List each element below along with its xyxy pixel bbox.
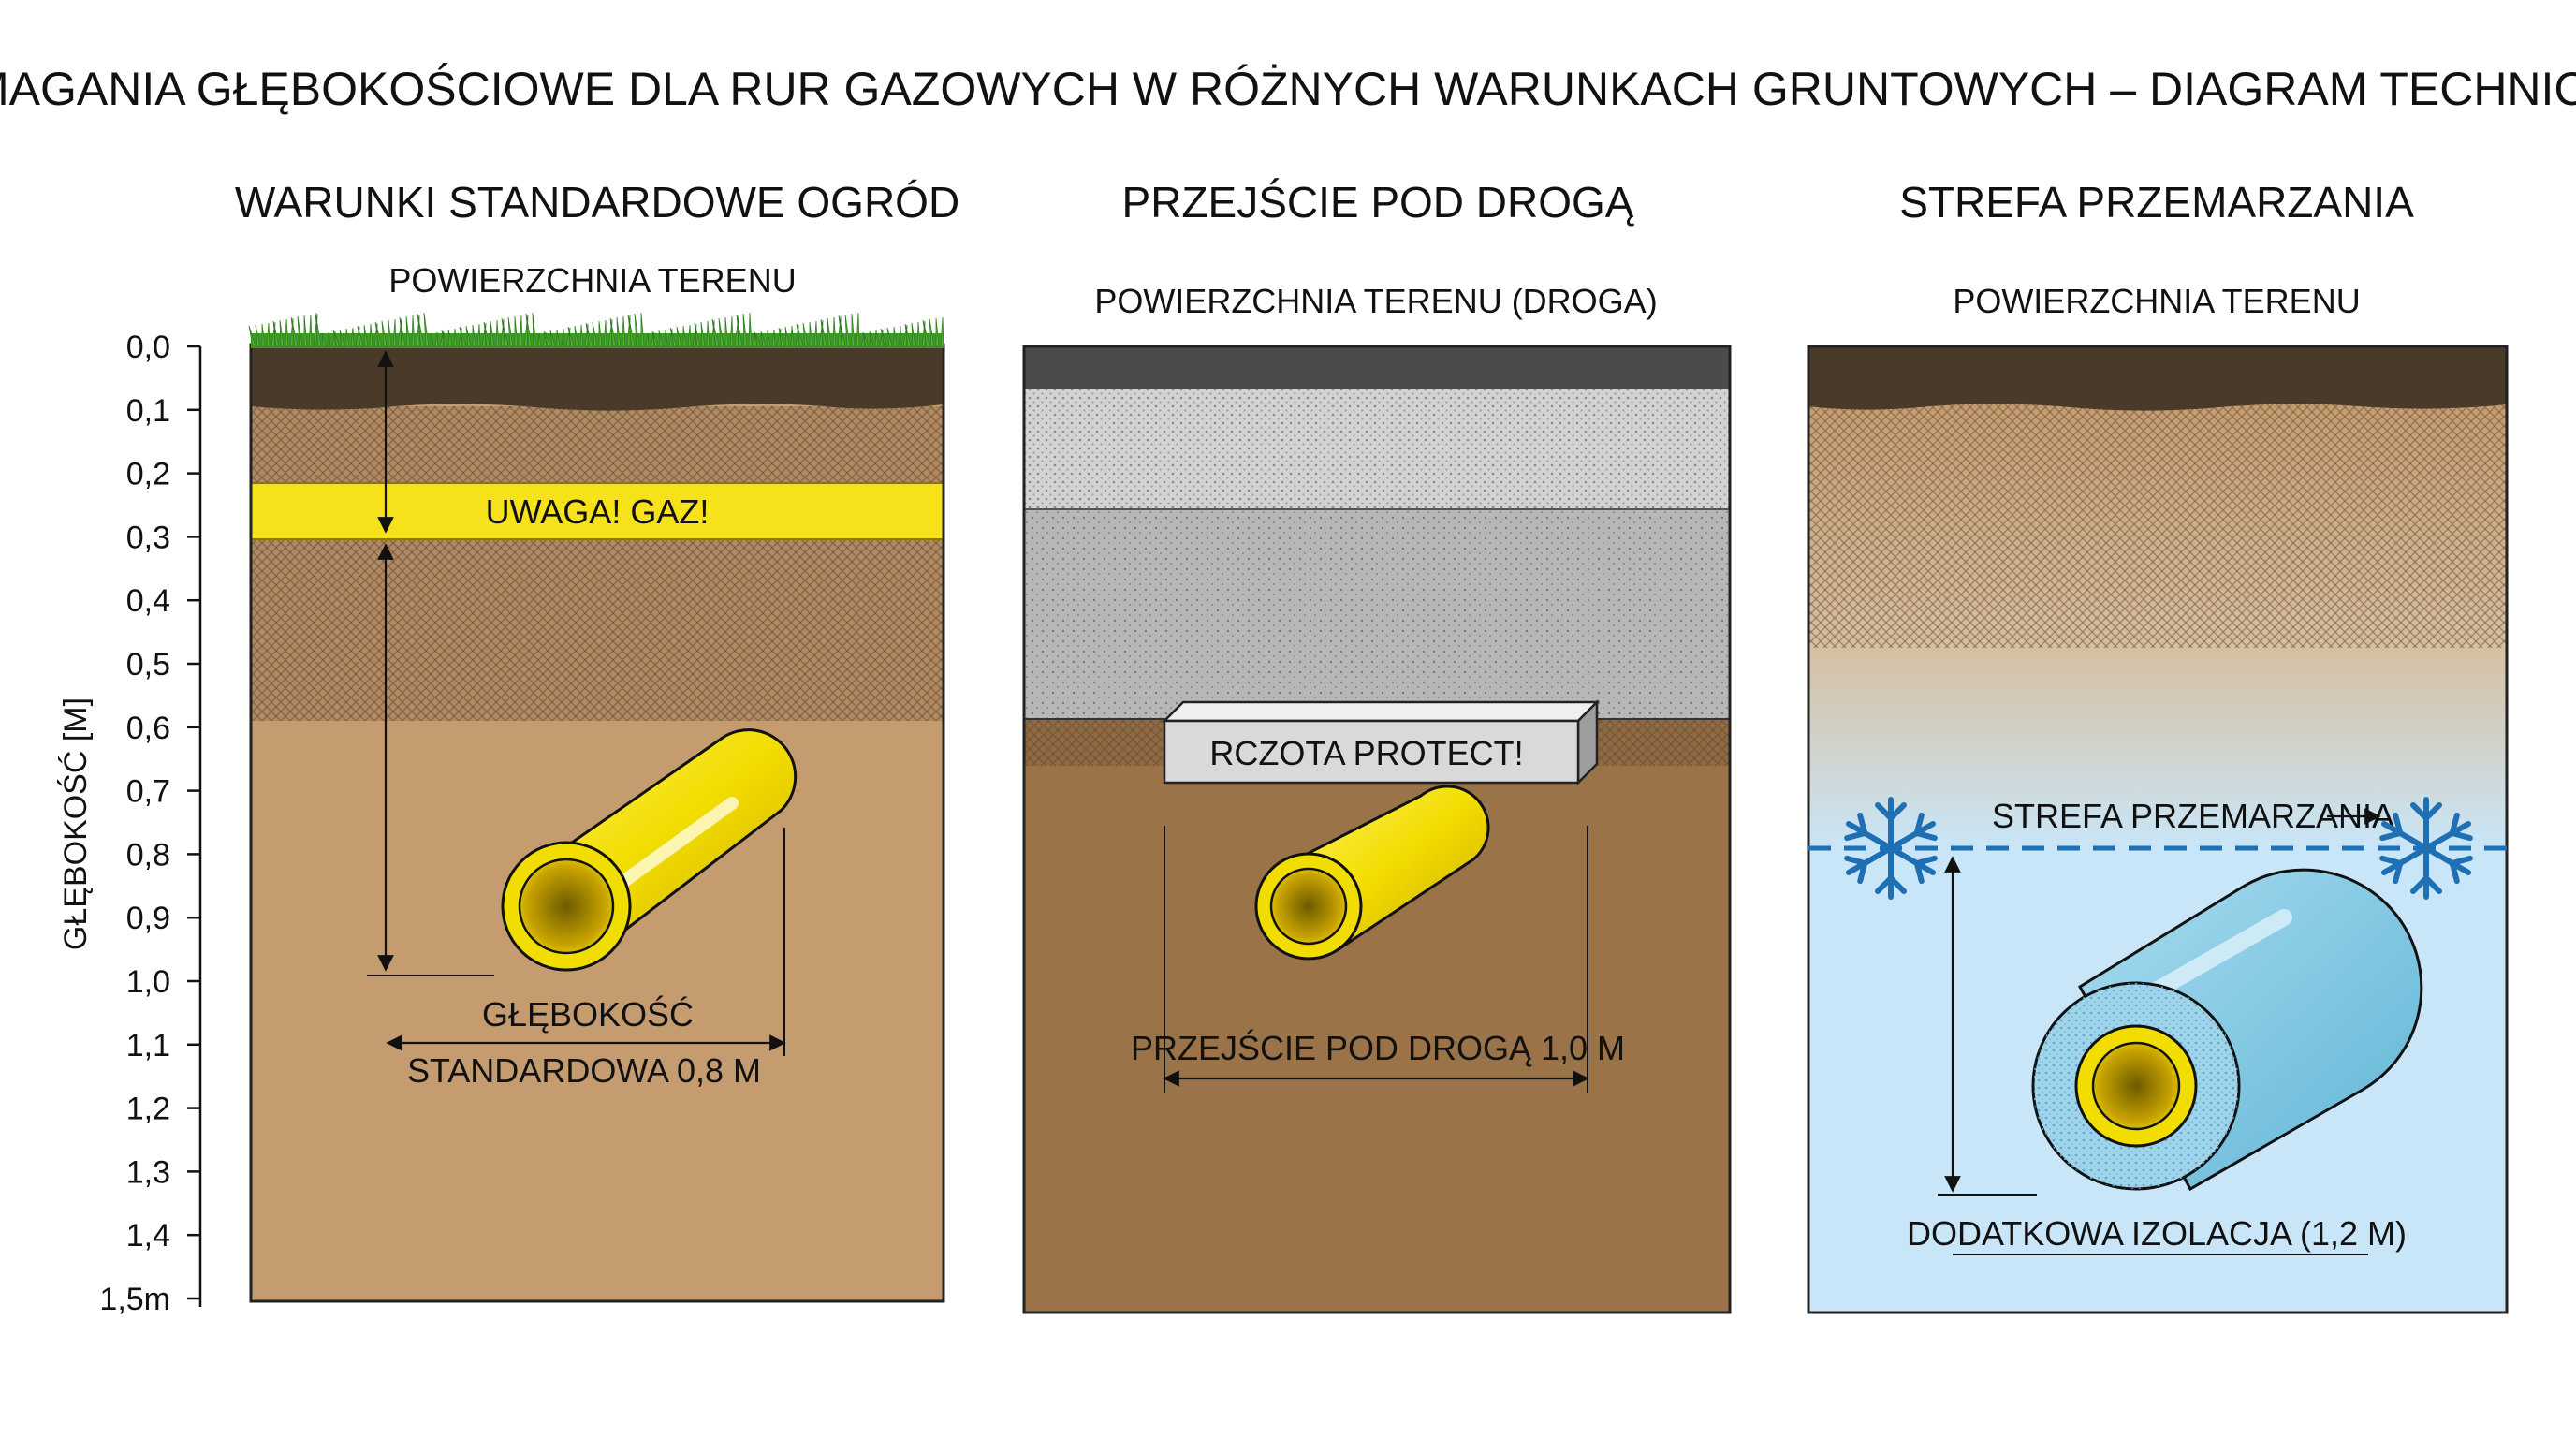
axis-label: GŁĘBOKOŚĆ [M] — [57, 697, 94, 950]
panel-title-road: PRZEJŚCIE POD DROGĄ — [1122, 178, 1634, 227]
panel-frost: STREFA PRZEMARZANIA POWIERZCHNIA TERENU … — [1807, 178, 2509, 1314]
topsoil-layer-frost — [1808, 346, 2507, 411]
warning-tape — [251, 482, 944, 540]
dimension-label-frost: DODATKOWA IZOLACJA (1,2 M) — [1907, 1214, 2407, 1253]
axis-tick-label: 1,5m — [99, 1282, 170, 1317]
axis-tick-label: 1,3 — [126, 1154, 170, 1190]
axis-tick-label: 1,4 — [126, 1218, 170, 1254]
depth-axis: 0,0 0,1 0,2 0,3 0,4 0,5 0,6 0,7 0,8 0,9 1,0 1,1 1,2 1… — [57, 330, 202, 1317]
axis-tick-label: 0,4 — [126, 583, 170, 619]
grass-surface — [248, 312, 944, 348]
gas-pipe-garden — [501, 728, 798, 972]
panel-garden: WARUNKI STANDARDOWE OGRÓD POWIERZCHNIA T… — [235, 178, 959, 1303]
protection-slab-label: RCZOTA PROTECT! — [1209, 734, 1523, 772]
diagram-title: WYMAGANIA GŁĘBOKOŚCIOWE DLA RUR GAZOWYCH… — [0, 62, 2576, 115]
panel-title-garden: WARUNKI STANDARDOWE OGRÓD — [235, 178, 959, 227]
surface-label-garden: POWIERZCHNIA TERENU — [388, 261, 796, 300]
axis-tick-label: 0,0 — [126, 330, 170, 365]
axis-tick-label: 1,2 — [126, 1092, 170, 1127]
axis-tick-label: 0,8 — [126, 837, 170, 873]
axis-tick-label: 1,1 — [126, 1028, 170, 1064]
axis-tick-label: 0,6 — [126, 711, 170, 746]
surface-label-road: POWIERZCHNIA TERENU (DROGA) — [1094, 282, 1657, 320]
axis-tick-label: 0,5 — [126, 647, 170, 682]
dimension-label-garden-2: STANDARDOWA 0,8 M — [407, 1051, 761, 1090]
warning-tape-label: UWAGA! GAZ! — [486, 492, 710, 531]
gas-pipe-road — [1254, 785, 1490, 961]
axis-tick-label: 0,7 — [126, 774, 170, 810]
snowflake-icon — [1842, 797, 1939, 897]
axis-tick-label: 1,0 — [126, 964, 170, 1000]
axis-tick-label: 0,1 — [126, 393, 170, 429]
insulated-gas-pipe — [2031, 868, 2423, 1192]
protection-slab — [1161, 698, 1601, 786]
axis-tick-label: 0,2 — [126, 457, 170, 492]
axis-tick-label: 0,3 — [126, 520, 170, 555]
axis-tick-label: 0,9 — [126, 901, 170, 936]
panel-road: PRZEJŚCIE POD DROGĄ POWIERZCHNIA TERENU … — [1022, 178, 1732, 1314]
surface-label-frost: POWIERZCHNIA TERENU — [1953, 282, 2360, 320]
panel-title-frost: STREFA PRZEMARZANIA — [1899, 178, 2414, 227]
dimension-label-garden-1: GŁĘBOKOŚĆ — [482, 994, 694, 1034]
dimension-label-road: PRZEJŚCIE POD DROGĄ 1,0 M — [1131, 1028, 1625, 1067]
asphalt-layer — [1024, 346, 1730, 389]
topsoil-layer — [251, 345, 944, 411]
